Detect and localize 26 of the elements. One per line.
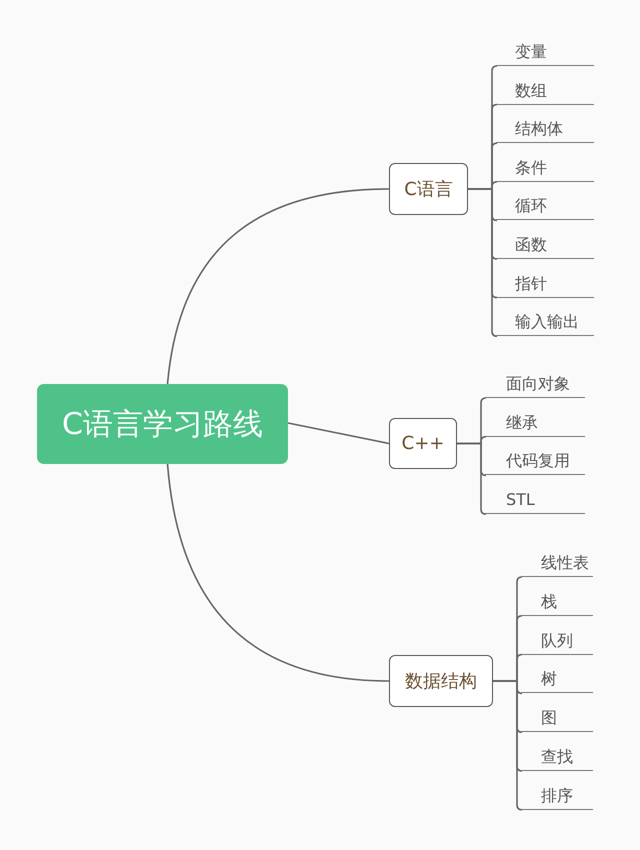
subtopic-label: 继承 xyxy=(485,410,585,437)
topic-box: C++ xyxy=(389,418,457,469)
topic-box: C语言 xyxy=(389,163,468,215)
connector-line xyxy=(166,188,390,384)
subtopic-label: 结构体 xyxy=(496,117,594,144)
subtopic-label: STL xyxy=(485,488,585,514)
subtopic-label: 线性表 xyxy=(521,551,593,577)
subtopic-label: 图 xyxy=(521,706,593,732)
subtopic-label: 输入输出 xyxy=(496,310,594,336)
subtopic-label: 查找 xyxy=(521,745,593,771)
subtopic-label: 排序 xyxy=(521,784,593,810)
subtopic-label: 队列 xyxy=(521,628,593,655)
subtopic-label: 指针 xyxy=(496,272,594,298)
connector-line xyxy=(288,422,390,444)
subtopic-label: 数组 xyxy=(496,78,594,105)
central-topic-box: C语言学习路线 xyxy=(37,384,288,464)
subtopic-label: 变量 xyxy=(496,40,594,66)
subtopic-label: 条件 xyxy=(496,156,594,182)
subtopic-label: 面向对象 xyxy=(485,372,585,398)
subtopic-label: 树 xyxy=(521,667,593,694)
connector-line xyxy=(166,464,390,682)
subtopic-label: 代码复用 xyxy=(485,449,585,476)
subtopic-label: 函数 xyxy=(496,233,594,259)
topic-box: 数据结构 xyxy=(389,655,493,707)
subtopic-label: 栈 xyxy=(521,590,593,616)
subtopic-label: 循环 xyxy=(496,194,594,220)
